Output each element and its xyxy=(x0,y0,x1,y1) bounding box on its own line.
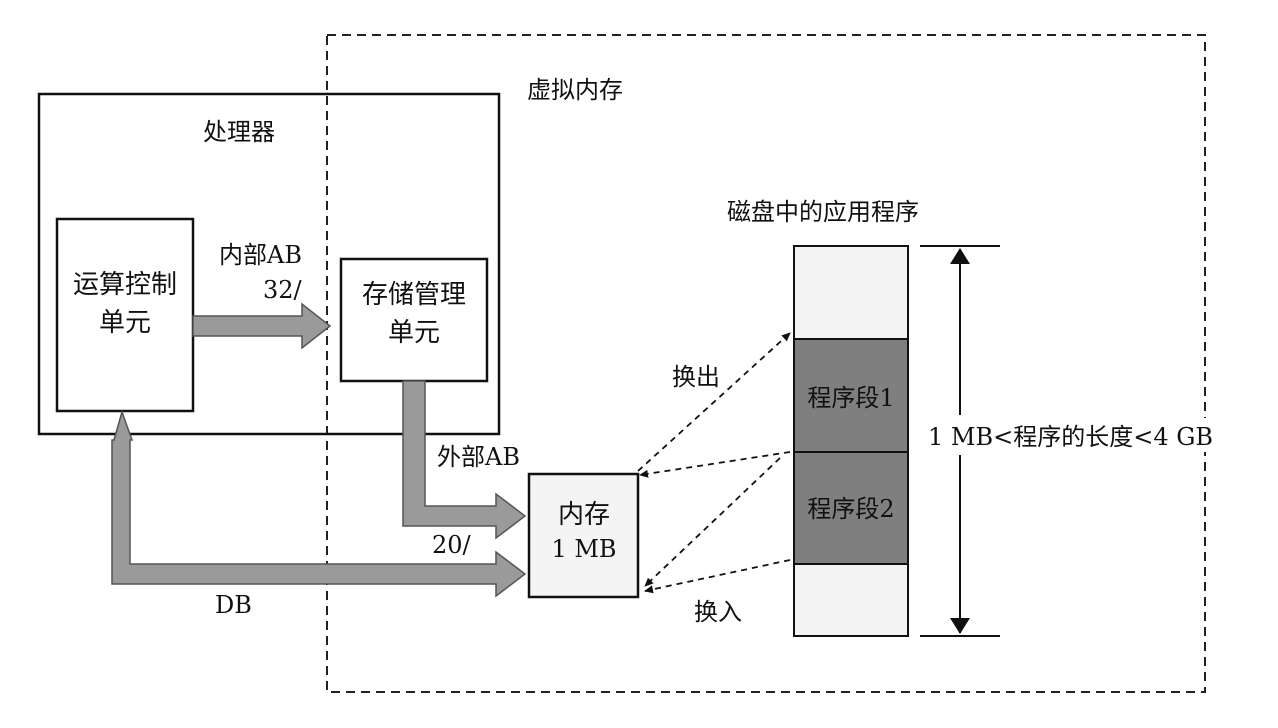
virtual-memory-boundary xyxy=(326,34,1206,693)
swap-in-arrow xyxy=(644,559,791,594)
data-bus-arrow xyxy=(111,409,527,598)
external-address-bus-label: 外部AB xyxy=(437,443,520,471)
disk-free-bottom xyxy=(793,563,909,637)
mmu-label-line1: 存储管理 xyxy=(362,280,466,310)
swap-in-from-segment-arrow xyxy=(644,457,781,587)
segment-load-arrow xyxy=(639,451,791,478)
disk-free-top xyxy=(793,245,909,340)
main-memory-size: 1 MB xyxy=(551,535,616,563)
data-bus-label: DB xyxy=(215,591,252,619)
swap-in-label: 换入 xyxy=(694,598,742,626)
swap-out-arrow xyxy=(637,332,791,472)
external-address-bus-width: 20/ xyxy=(432,531,472,559)
virtual-memory-label: 虚拟内存 xyxy=(527,76,623,104)
alu-control-unit-label-line2: 单元 xyxy=(99,308,151,338)
main-memory-label-line1: 内存 xyxy=(558,500,610,530)
program-length-label: 1 MB<程序的长度<4 GB xyxy=(928,423,1213,451)
program-segment-1-label: 程序段1 xyxy=(807,384,894,412)
program-length-label-bg xyxy=(922,418,1248,452)
main-memory-box xyxy=(527,472,640,599)
internal-address-bus-label: 内部AB xyxy=(219,241,302,269)
external-address-bus-arrow xyxy=(402,380,527,540)
program-segment-2-label: 程序段2 xyxy=(807,495,894,523)
alu-control-unit-label-line1: 运算控制 xyxy=(73,270,177,300)
internal-address-bus-arrow xyxy=(192,302,332,350)
processor-box xyxy=(37,92,501,436)
mmu-box xyxy=(339,257,489,383)
alu-control-unit-box xyxy=(55,217,195,413)
swap-out-label: 换出 xyxy=(672,363,720,391)
disk-app-title: 磁盘中的应用程序 xyxy=(727,198,919,226)
processor-label: 处理器 xyxy=(203,118,275,146)
mmu-label-line2: 单元 xyxy=(388,318,440,348)
internal-address-bus-width: 32/ xyxy=(263,276,303,304)
